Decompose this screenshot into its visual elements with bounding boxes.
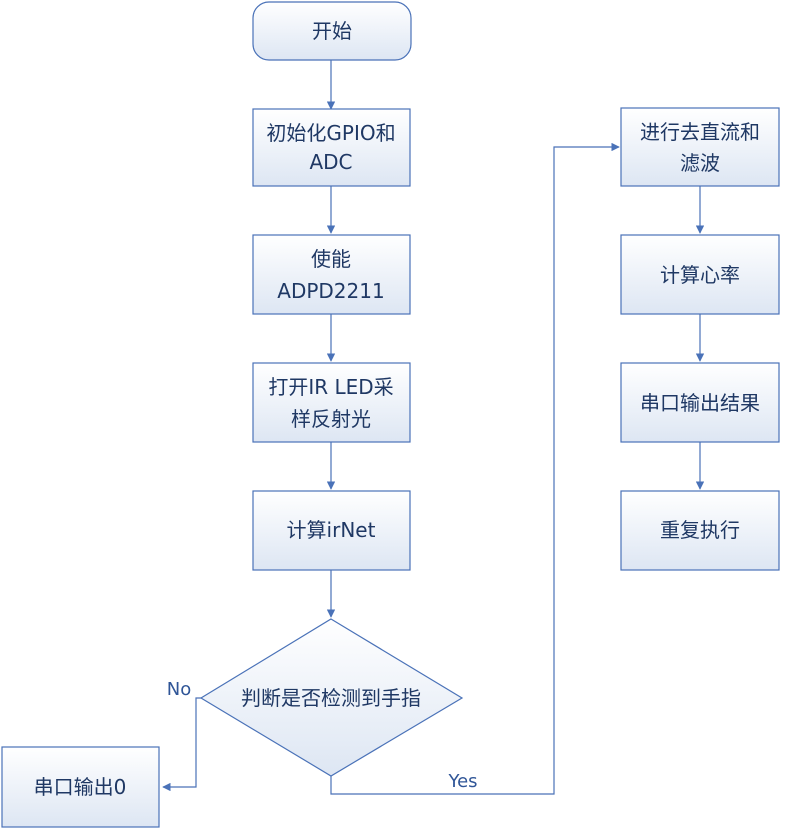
edges [162,60,705,795]
led-label-line1: 打开IR LED采 [268,375,393,399]
node-init: 初始化GPIO和 ADC [252,108,411,187]
start-shape [252,1,412,61]
init-label-line2: ADC [309,150,352,174]
decision-shape [199,618,464,777]
heart-shape [620,234,780,315]
node-start: 开始 [252,1,412,61]
node-result: 串口输出结果 [620,362,780,443]
node-output0: 串口输出0 [1,746,160,828]
led-shape [252,362,411,443]
edge-label-yes: Yes [447,771,477,792]
init-shape [252,108,411,187]
node-led: 打开IR LED采 样反射光 [252,362,411,443]
irnet-label: 计算irNet [287,518,376,542]
node-filter: 进行去直流和 滤波 [620,107,780,187]
heart-label: 计算心率 [660,263,740,287]
enable-label-line1: 使能 [311,247,351,271]
start-label: 开始 [312,19,352,43]
output0-label: 串口输出0 [34,775,127,799]
node-decision: 判断是否检测到手指 [199,618,464,777]
edge-label-no: No [167,679,191,700]
decision-label: 判断是否检测到手指 [241,686,421,710]
repeat-shape [620,490,780,571]
init-label-line1: 初始化GPIO和 [266,121,395,145]
edge-decision-filter [330,142,620,795]
led-label-line2: 样反射光 [291,407,371,431]
enable-shape [252,234,411,315]
node-repeat: 重复执行 [620,490,780,571]
filter-shape [620,107,780,187]
result-label: 串口输出结果 [640,391,760,415]
filter-label-line1: 进行去直流和 [640,120,760,144]
node-heart: 计算心率 [620,234,780,315]
irnet-shape [252,490,411,571]
enable-label-line2: ADPD2211 [277,279,384,303]
node-irnet: 计算irNet [252,490,411,571]
filter-label-line2: 滤波 [680,151,720,175]
node-enable: 使能 ADPD2211 [252,234,411,315]
repeat-label: 重复执行 [660,518,740,542]
output0-shape [1,746,160,828]
result-shape [620,362,780,443]
edge-decision-output0 [162,697,201,792]
